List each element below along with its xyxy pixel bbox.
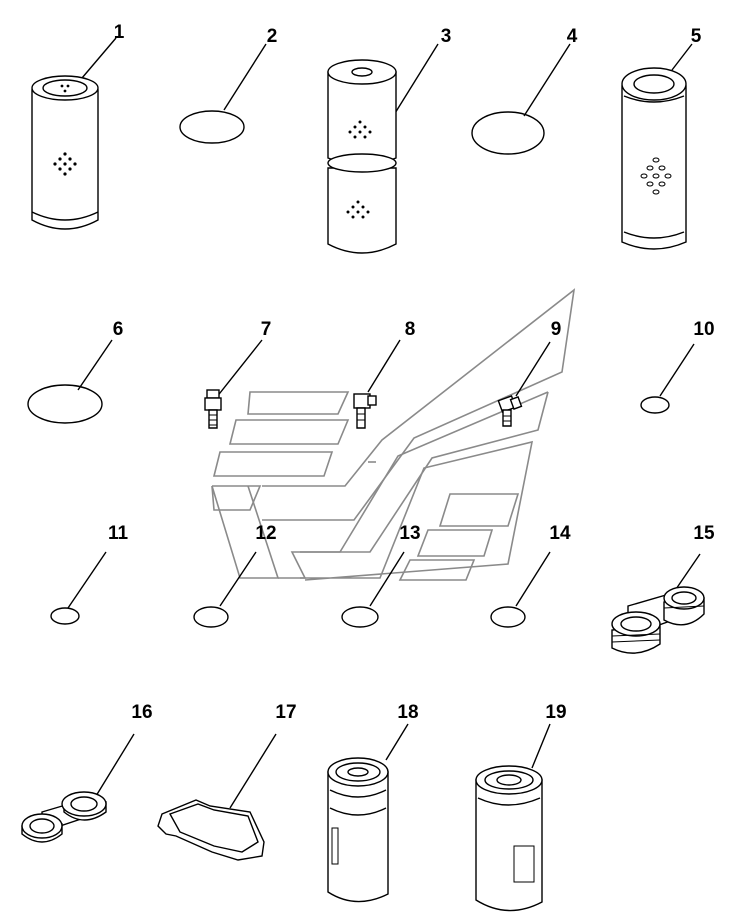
- part-number-13: 13: [399, 523, 420, 544]
- part-number-5: 5: [691, 26, 702, 47]
- part-2-gasket: [179, 43, 267, 144]
- part-4-gasket: [471, 43, 571, 155]
- part-number-17: 17: [275, 702, 296, 723]
- part-number-12: 12: [255, 523, 276, 544]
- part-13-o-ring: [341, 551, 405, 628]
- part-7-straight-fitting: [204, 339, 263, 429]
- part-number-9: 9: [551, 319, 562, 340]
- part-8-elbow-fitting: [353, 339, 401, 429]
- part-16-filter-wrench: [21, 733, 135, 843]
- part-14-o-ring: [490, 551, 551, 628]
- part-number-2: 2: [267, 26, 278, 47]
- part-18-spin-on-filter: [327, 723, 409, 903]
- part-number-labels: 1 2 3 4 5 6 7 8 9 10 11 12 13 14 15 16 1…: [108, 22, 715, 723]
- part-number-6: 6: [113, 319, 124, 340]
- part-17-gasket-plate: [157, 733, 277, 861]
- part-number-15: 15: [693, 523, 715, 544]
- part-11-small-o-ring: [50, 551, 107, 625]
- watermark-logo: [211, 288, 576, 581]
- part-number-16: 16: [131, 702, 152, 723]
- part-number-8: 8: [405, 319, 416, 340]
- part-number-10: 10: [693, 319, 714, 340]
- part-10-small-o-ring: [640, 343, 695, 414]
- part-number-1: 1: [114, 22, 125, 43]
- part-number-4: 4: [567, 26, 578, 47]
- part-number-14: 14: [549, 523, 571, 544]
- part-12-o-ring: [193, 551, 257, 628]
- part-5-air-filter-element: [621, 43, 693, 250]
- part-1-filter-cartridge: [31, 37, 117, 230]
- part-6-o-ring: [27, 339, 113, 424]
- part-15-filter-wrench: [611, 553, 705, 654]
- part-number-3: 3: [441, 26, 452, 47]
- part-number-19: 19: [545, 702, 566, 723]
- part-3-double-filter-element: [327, 43, 439, 254]
- part-number-7: 7: [261, 319, 272, 340]
- part-number-18: 18: [397, 702, 418, 723]
- part-19-spin-on-filter: [475, 723, 551, 912]
- part-9-angled-fitting: [497, 341, 551, 427]
- part-number-11: 11: [108, 523, 129, 544]
